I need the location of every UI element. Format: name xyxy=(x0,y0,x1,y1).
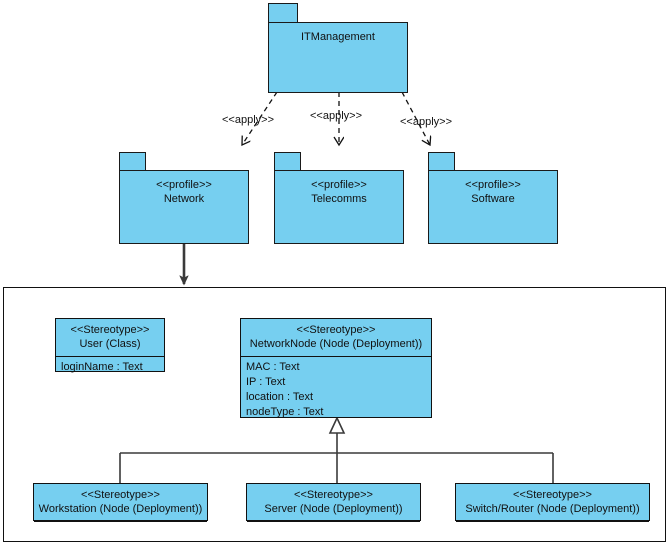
attribute-row: location : Text xyxy=(246,391,314,403)
attribute-row: nodeType : Text xyxy=(246,406,324,418)
package-telecomms[interactable]: <<profile>> Telecomms xyxy=(274,152,404,244)
attribute-row: MAC : Text xyxy=(246,361,300,373)
apply-label-network: <<apply>> xyxy=(222,114,274,126)
package-name-software: Software xyxy=(471,193,515,205)
stereotype-header-workstation: <<Stereotype>> Workstation (Node (Deploy… xyxy=(34,484,207,522)
stereotype-attributes-switch-router xyxy=(456,522,649,536)
stereotype-name: Switch/Router (Node (Deployment)) xyxy=(465,503,640,515)
stereotype-box-switch-router[interactable]: <<Stereotype>> Switch/Router (Node (Depl… xyxy=(455,483,650,522)
package-stereotype-telecomms: <<profile>> xyxy=(311,179,367,191)
stereotype-attributes-network-node: MAC : Text IP : Text location : Text nod… xyxy=(241,357,431,423)
package-stereotype-network: <<profile>> xyxy=(156,179,212,191)
package-body-telecomms[interactable]: <<profile>> Telecomms xyxy=(274,170,404,244)
attribute-row: loginName : Text xyxy=(61,361,143,373)
stereotype-keyword: <<Stereotype>> xyxy=(70,324,150,336)
stereotype-name: User (Class) xyxy=(79,338,141,350)
stereotype-keyword: <<Stereotype>> xyxy=(81,489,160,501)
attribute-row: IP : Text xyxy=(246,376,286,388)
package-name-itmanagement: ITManagement xyxy=(301,31,375,43)
package-body-network[interactable]: <<profile>> Network xyxy=(119,170,249,244)
stereotype-box-workstation[interactable]: <<Stereotype>> Workstation (Node (Deploy… xyxy=(33,483,208,522)
stereotype-header-network-node: <<Stereotype>> NetworkNode (Node (Deploy… xyxy=(241,319,431,357)
apply-label-telecomms: <<apply>> xyxy=(310,110,362,122)
stereotype-header-user: <<Stereotype>> User (Class) xyxy=(56,319,164,357)
stereotype-box-network-node[interactable]: <<Stereotype>> NetworkNode (Node (Deploy… xyxy=(240,318,432,418)
stereotype-box-user[interactable]: <<Stereotype>> User (Class) loginName : … xyxy=(55,318,165,373)
stereotype-header-switch-router: <<Stereotype>> Switch/Router (Node (Depl… xyxy=(456,484,649,522)
package-tab-icon xyxy=(119,152,146,171)
package-name-network: Network xyxy=(163,193,205,205)
package-tab-icon xyxy=(428,152,455,171)
apply-label-software: <<apply>> xyxy=(400,116,452,128)
package-name-telecomms: Telecomms xyxy=(311,193,367,205)
stereotype-name: NetworkNode (Node (Deployment)) xyxy=(249,338,423,350)
package-software[interactable]: <<profile>> Software xyxy=(428,152,558,244)
package-stereotype-software: <<profile>> xyxy=(465,179,521,191)
stereotype-name: Server (Node (Deployment)) xyxy=(264,503,403,515)
stereotype-attributes-server xyxy=(247,522,420,536)
package-body-itmanagement[interactable]: ITManagement xyxy=(268,22,408,93)
package-body-software[interactable]: <<profile>> Software xyxy=(428,170,558,244)
package-tab-icon xyxy=(268,3,298,23)
stereotype-keyword: <<Stereotype>> xyxy=(513,489,592,501)
stereotype-attributes-user: loginName : Text xyxy=(56,357,164,378)
package-itmanagement[interactable]: ITManagement xyxy=(268,3,408,93)
stereotype-box-server[interactable]: <<Stereotype>> Server (Node (Deployment)… xyxy=(246,483,421,522)
stereotype-attributes-workstation xyxy=(34,522,207,536)
stereotype-header-server: <<Stereotype>> Server (Node (Deployment)… xyxy=(247,484,420,522)
stereotype-name: Workstation (Node (Deployment)) xyxy=(38,503,203,515)
package-tab-icon xyxy=(274,152,301,171)
stereotype-keyword: <<Stereotype>> xyxy=(296,324,376,336)
stereotype-keyword: <<Stereotype>> xyxy=(294,489,373,501)
package-network[interactable]: <<profile>> Network xyxy=(119,152,249,244)
model-container-frame xyxy=(3,287,666,542)
